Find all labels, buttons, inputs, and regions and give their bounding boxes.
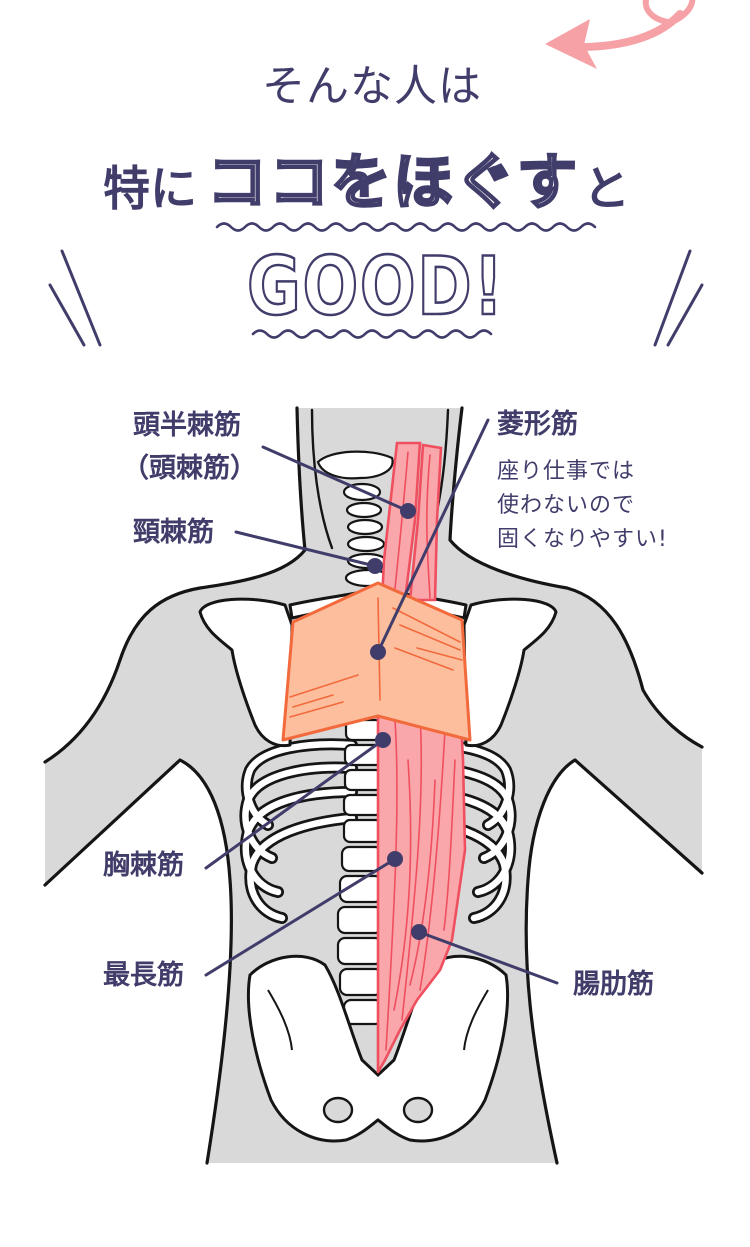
pink-curved-arrow-icon — [545, 0, 696, 69]
rhomboid-note-line-1: 座り仕事では — [497, 459, 636, 484]
dot-semispinalis — [400, 503, 416, 519]
dot-rhomboid — [370, 644, 386, 660]
erector-spinae-muscle — [376, 441, 467, 1074]
leader-lines — [204, 418, 559, 985]
headline: 特に ココをほぐす と — [103, 147, 630, 218]
dot-iliocostalis — [411, 924, 427, 940]
rhomboid-note-line-3: 固くなりやすい! — [497, 527, 668, 552]
label-spinalis-cervicis: 頸棘筋 — [133, 517, 214, 548]
wavy-underline-good — [251, 329, 493, 339]
dot-longissimus — [387, 851, 403, 867]
label-spinalis-thoracis: 胸棘筋 — [103, 850, 184, 881]
emphasis-lines-icon — [48, 249, 704, 347]
label-longissimus: 最長筋 — [103, 960, 184, 991]
pelvis — [246, 954, 510, 1143]
headline-prefix: 特に — [103, 162, 197, 217]
dot-spinalis-cervicis — [367, 558, 383, 574]
leader-semispinalis — [261, 445, 410, 513]
leader-longissimus — [204, 857, 397, 977]
label-iliocostalis: 腸肋筋 — [573, 969, 654, 1000]
label-semispinalis-capitis: 頭半棘筋 — [133, 410, 241, 441]
leader-spinalis-cervicis — [234, 530, 377, 568]
label-semispinalis-capitis-alt: （頭棘筋） — [122, 453, 257, 484]
leader-spinalis-thoracis — [204, 738, 385, 870]
leader-iliocostalis — [417, 930, 559, 985]
rhomboid-note-line-2: 使わないので — [497, 493, 636, 518]
good-text: GOOD! — [246, 240, 505, 333]
marker-dots — [367, 503, 427, 940]
leader-rhomboid — [376, 418, 490, 654]
dot-spinalis-thoracis — [375, 732, 391, 748]
spine — [336, 718, 384, 1026]
label-rhomboid: 菱形筋 — [497, 409, 578, 440]
intro-text: そんな人は — [262, 62, 482, 112]
headline-emphasis: ココをほぐす — [206, 148, 579, 218]
headline-suffix: と — [583, 162, 630, 217]
wavy-underline-emphasis — [215, 222, 597, 232]
